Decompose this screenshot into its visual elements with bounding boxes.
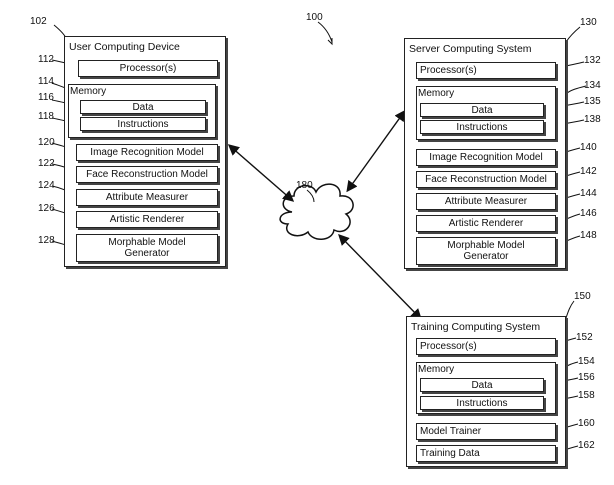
server-memory-ref: 134 — [584, 80, 601, 91]
figure-ref: 100 — [306, 12, 323, 23]
arrow-server-network — [346, 109, 406, 193]
training-data-ref: 156 — [578, 372, 595, 383]
model-trainer-ref: 160 — [578, 418, 595, 429]
user-artistic-renderer-box: Artistic Renderer — [76, 211, 218, 228]
user-face-reconstruction-box: Face Reconstruction Model — [76, 166, 218, 183]
training-data-box: Data — [420, 378, 544, 392]
training-memory-ref: 154 — [578, 356, 595, 367]
training-instructions-box: Instructions — [420, 396, 544, 410]
server-artistic-renderer-box: Artistic Renderer — [416, 215, 556, 232]
server-processor-ref: 132 — [584, 55, 601, 66]
server-face-reconstruction-box: Face Reconstruction Model — [416, 171, 556, 188]
user-processor-ref: 112 — [38, 54, 54, 65]
user-data-box: Data — [80, 100, 206, 114]
user-device-ref: 102 — [30, 16, 47, 27]
user-morphable-ref: 128 — [38, 235, 55, 246]
server-image-recognition-box: Image Recognition Model — [416, 149, 556, 166]
user-morphable-box: Morphable Model Generator — [76, 234, 218, 262]
user-morphable-line1: Morphable Model — [108, 237, 186, 248]
user-memory-label: Memory — [70, 86, 107, 97]
user-instructions-box: Instructions — [80, 117, 206, 131]
training-processor-ref: 152 — [576, 332, 593, 343]
server-morphable-line2: Generator — [463, 251, 509, 262]
training-title: Training Computing System — [411, 321, 541, 333]
model-trainer-box: Model Trainer — [416, 423, 556, 440]
user-processor-box: Processor(s) — [78, 60, 218, 77]
server-ref: 130 — [580, 17, 597, 28]
training-ref: 150 — [574, 291, 591, 302]
server-morphable-box: Morphable Model Generator — [416, 237, 556, 265]
network-cloud-icon — [279, 183, 354, 240]
user-device-title: User Computing Device — [69, 41, 180, 53]
training-data-store-ref: 162 — [578, 440, 595, 451]
training-processor-box: Processor(s) — [416, 338, 556, 355]
user-face-reconstruction-ref: 122 — [38, 158, 55, 169]
training-instructions-ref: 158 — [578, 390, 595, 401]
server-artistic-renderer-ref: 146 — [580, 208, 597, 219]
network-ref: 180 — [296, 180, 313, 191]
user-attribute-measurer-ref: 124 — [38, 180, 55, 191]
training-data-store-box: Training Data — [416, 445, 556, 462]
user-image-recognition-ref: 120 — [38, 137, 55, 148]
server-face-reconstruction-ref: 142 — [580, 166, 597, 177]
server-morphable-line1: Morphable Model — [447, 240, 525, 251]
server-memory-label: Memory — [418, 88, 455, 99]
user-memory-ref: 114 — [38, 76, 54, 87]
server-data-ref: 135 — [584, 96, 601, 107]
server-processor-box: Processor(s) — [416, 62, 556, 79]
user-instructions-ref: 118 — [38, 111, 54, 122]
user-data-ref: 116 — [38, 92, 54, 103]
server-title: Server Computing System — [409, 43, 532, 55]
user-artistic-renderer-ref: 126 — [38, 203, 55, 214]
server-image-recognition-ref: 140 — [580, 142, 597, 153]
user-morphable-line2: Generator — [124, 248, 170, 259]
server-instructions-box: Instructions — [420, 120, 544, 134]
user-attribute-measurer-box: Attribute Measurer — [76, 189, 218, 206]
server-attribute-measurer-box: Attribute Measurer — [416, 193, 556, 210]
server-attribute-measurer-ref: 144 — [580, 188, 597, 199]
arrow-user-network — [227, 144, 295, 202]
server-morphable-ref: 148 — [580, 230, 597, 241]
training-memory-label: Memory — [418, 364, 455, 375]
server-data-box: Data — [420, 103, 544, 117]
server-instructions-ref: 138 — [584, 114, 601, 125]
user-image-recognition-box: Image Recognition Model — [76, 144, 218, 161]
